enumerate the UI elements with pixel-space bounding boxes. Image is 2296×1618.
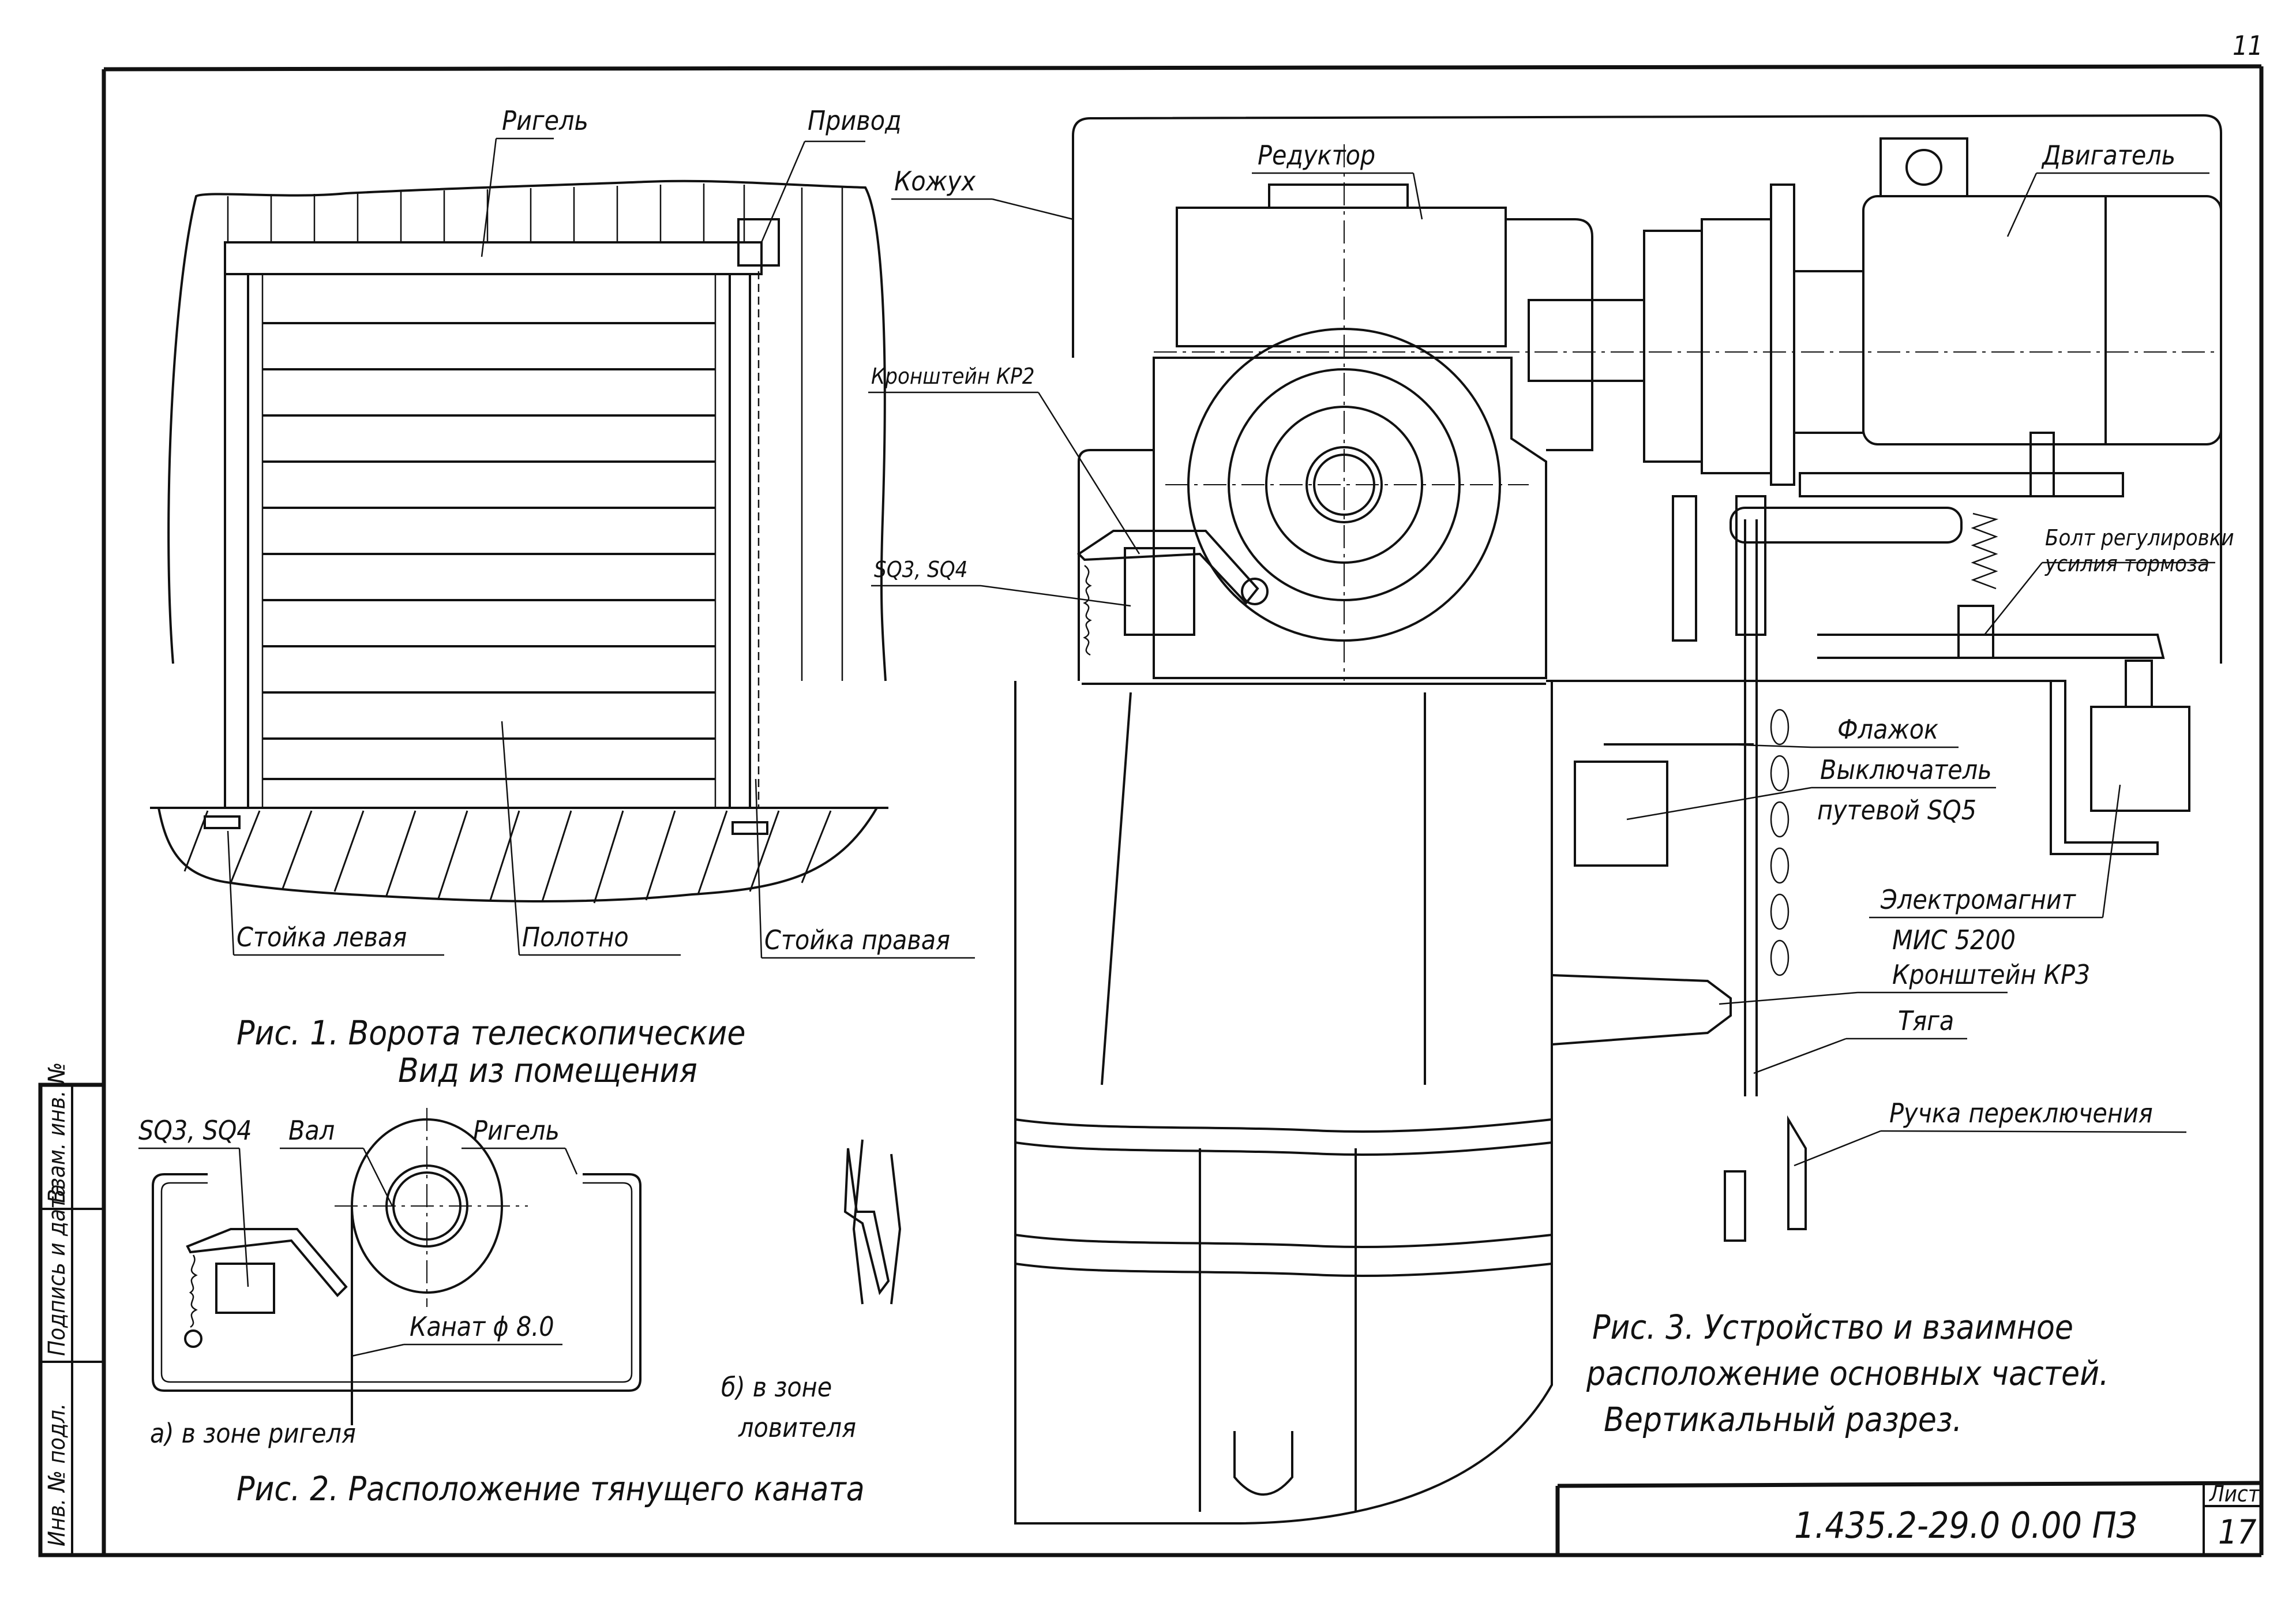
fig2-sub-b-line1: б) в зоне	[721, 1372, 832, 1403]
label-sq34-fig2: SQ3, SQ4	[138, 1115, 252, 1146]
bracket-kr3	[1551, 973, 1732, 1046]
label-bolt-line1: Болт регулировки	[2045, 525, 2234, 550]
label-vykl-line2: путевой SQ5	[1817, 795, 1976, 826]
label-elmag-line1: Электромагнит	[1880, 884, 2077, 915]
rigel-beam	[224, 241, 763, 275]
door-leaf	[247, 273, 731, 809]
fig1-caption-line1: Рис. 1. Ворота телескопические	[237, 1013, 746, 1053]
fig3-caption-line2: расположение основных частей.	[1586, 1354, 2109, 1393]
sheet-number: 17	[2218, 1512, 2256, 1552]
limit-switch-sq34	[1124, 547, 1195, 636]
door-slats	[262, 322, 715, 780]
label-kronshtein-kr3: Кронштейн КР3	[1892, 959, 2090, 990]
fig1-caption-line2: Вид из помещения	[398, 1051, 697, 1090]
limit-switch	[215, 1263, 275, 1314]
catcher-loop	[1233, 1431, 1293, 1496]
fig2-caption: Рис. 2. Расположение тянущего каната	[237, 1469, 865, 1508]
reducer-top	[1176, 207, 1507, 347]
fig3-caption-line3: Вертикальный разрез.	[1604, 1400, 1962, 1439]
label-kronshtein-kr2: Кронштейн КР2	[871, 364, 1035, 389]
label-kozhukh: Кожух	[894, 166, 976, 197]
bracket-kr2	[1076, 530, 1259, 605]
label-polotno: Полотно	[522, 922, 629, 953]
label-reduktor: Редуктор	[1258, 140, 1375, 171]
floor-hatch	[183, 810, 832, 904]
stamp-cell-podpis-data: Подпись и дата	[44, 1184, 70, 1356]
label-elmag-line2: МИС 5200	[1892, 924, 2016, 956]
label-kanat: Канат ϕ 8.0	[410, 1311, 554, 1342]
stamp-cell-inv-podl: Инв. № подл.	[44, 1403, 70, 1546]
label-stoika-left: Стойка левая	[237, 922, 407, 953]
coupling	[1528, 299, 1645, 382]
label-dvigatel: Двигатель	[2041, 140, 2175, 171]
chain	[1744, 519, 1789, 1096]
label-rigel-fig2: Ригель	[473, 1115, 560, 1146]
label-flazhok: Флажок	[1837, 714, 1938, 745]
label-vykl-line1: Выключатель	[1820, 754, 1992, 785]
drawing-code: 1.435.2-29.0 0.00 ПЗ	[1794, 1504, 2137, 1546]
wall-corrugation	[227, 183, 843, 681]
switch-handle	[1724, 1170, 1746, 1242]
sheet-frame	[40, 64, 2264, 1557]
label-rigel: Ригель	[502, 105, 588, 136]
page-number: 11	[2233, 30, 2263, 61]
motor-plate	[1799, 472, 2124, 497]
fig2-sub-b-line2: ловителя	[738, 1412, 856, 1443]
catcher-sketch	[843, 1139, 902, 1305]
electromagnet	[2090, 706, 2190, 812]
sheet-label: Лист	[2209, 1481, 2260, 1507]
label-stoika-right: Стойка правая	[764, 924, 950, 956]
fig3-vertical-section: Кожух Редуктор Двигатель Кронштейн КР2 S…	[868, 114, 2234, 1525]
fig1-gate-view: Ригель Привод Стойка левая Полотно Стойк…	[150, 105, 975, 1090]
label-sq34-fig3: SQ3, SQ4	[874, 557, 967, 582]
motor-body	[1862, 195, 2222, 445]
drive-box	[737, 218, 780, 267]
title-block: 1.435.2-29.0 0.00 ПЗ Лист 17	[1555, 1481, 2262, 1555]
label-ruchka: Ручка переключения	[1889, 1098, 2153, 1129]
fig3-caption-line1: Рис. 3. Устройство и взаимное	[1592, 1308, 2073, 1347]
fig2-sub-a: а) в зоне ригеля	[150, 1418, 356, 1449]
limit-switch-sq5	[1574, 761, 1668, 867]
label-tyaga: Тяга	[1898, 1005, 1954, 1036]
fig2-rope-layout: SQ3, SQ4 Вал Ригель Канат ϕ 8.0 а) в зон…	[138, 1108, 902, 1508]
stamp-column: Взам. инв. № Подпись и дата Инв. № подл.	[38, 1062, 106, 1557]
brake-adjust-bolt	[1957, 605, 1994, 659]
label-privod: Привод	[808, 105, 902, 136]
label-val: Вал	[288, 1115, 335, 1146]
stamp-cell-vzam-inv: Взам. инв. №	[44, 1062, 70, 1203]
label-bolt-line2: усилия тормоза	[2044, 551, 2209, 576]
casing-outline	[1072, 114, 2222, 664]
